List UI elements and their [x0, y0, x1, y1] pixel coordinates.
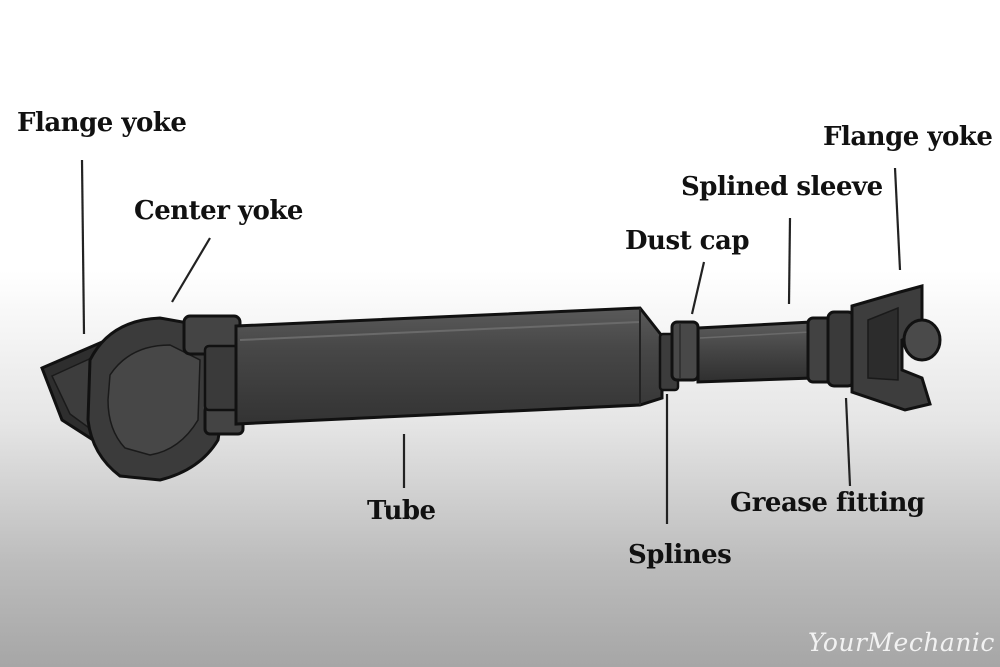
- leader-dust-cap: [690, 261, 706, 315]
- label-splined-sleeve: Splined sleeve: [681, 172, 883, 202]
- label-splines: Splines: [628, 540, 732, 570]
- label-center-yoke: Center yoke: [134, 196, 303, 226]
- dust-cap-shape: [670, 320, 700, 382]
- center-yoke-shape: [86, 314, 245, 482]
- grease-fitting-shape: [806, 310, 856, 388]
- leader-flange-yoke-left: [80, 159, 86, 335]
- leader-flange-yoke-right: [893, 167, 902, 271]
- splined-sleeve-shape: [696, 320, 814, 384]
- label-grease-fitting: Grease fitting: [730, 488, 925, 518]
- leader-grease-fitting: [844, 397, 852, 487]
- leader-splined-sleeve: [787, 217, 792, 305]
- leader-center-yoke: [171, 237, 211, 303]
- label-tube: Tube: [367, 496, 436, 526]
- label-dust-cap: Dust cap: [625, 226, 750, 256]
- label-flange-yoke-right: Flange yoke: [823, 122, 993, 152]
- label-flange-yoke-left: Flange yoke: [17, 108, 187, 138]
- tube-shape: [234, 306, 664, 426]
- right-flange-yoke-shape: [850, 284, 942, 412]
- yourmechanic-watermark: YourMechanic: [808, 628, 995, 657]
